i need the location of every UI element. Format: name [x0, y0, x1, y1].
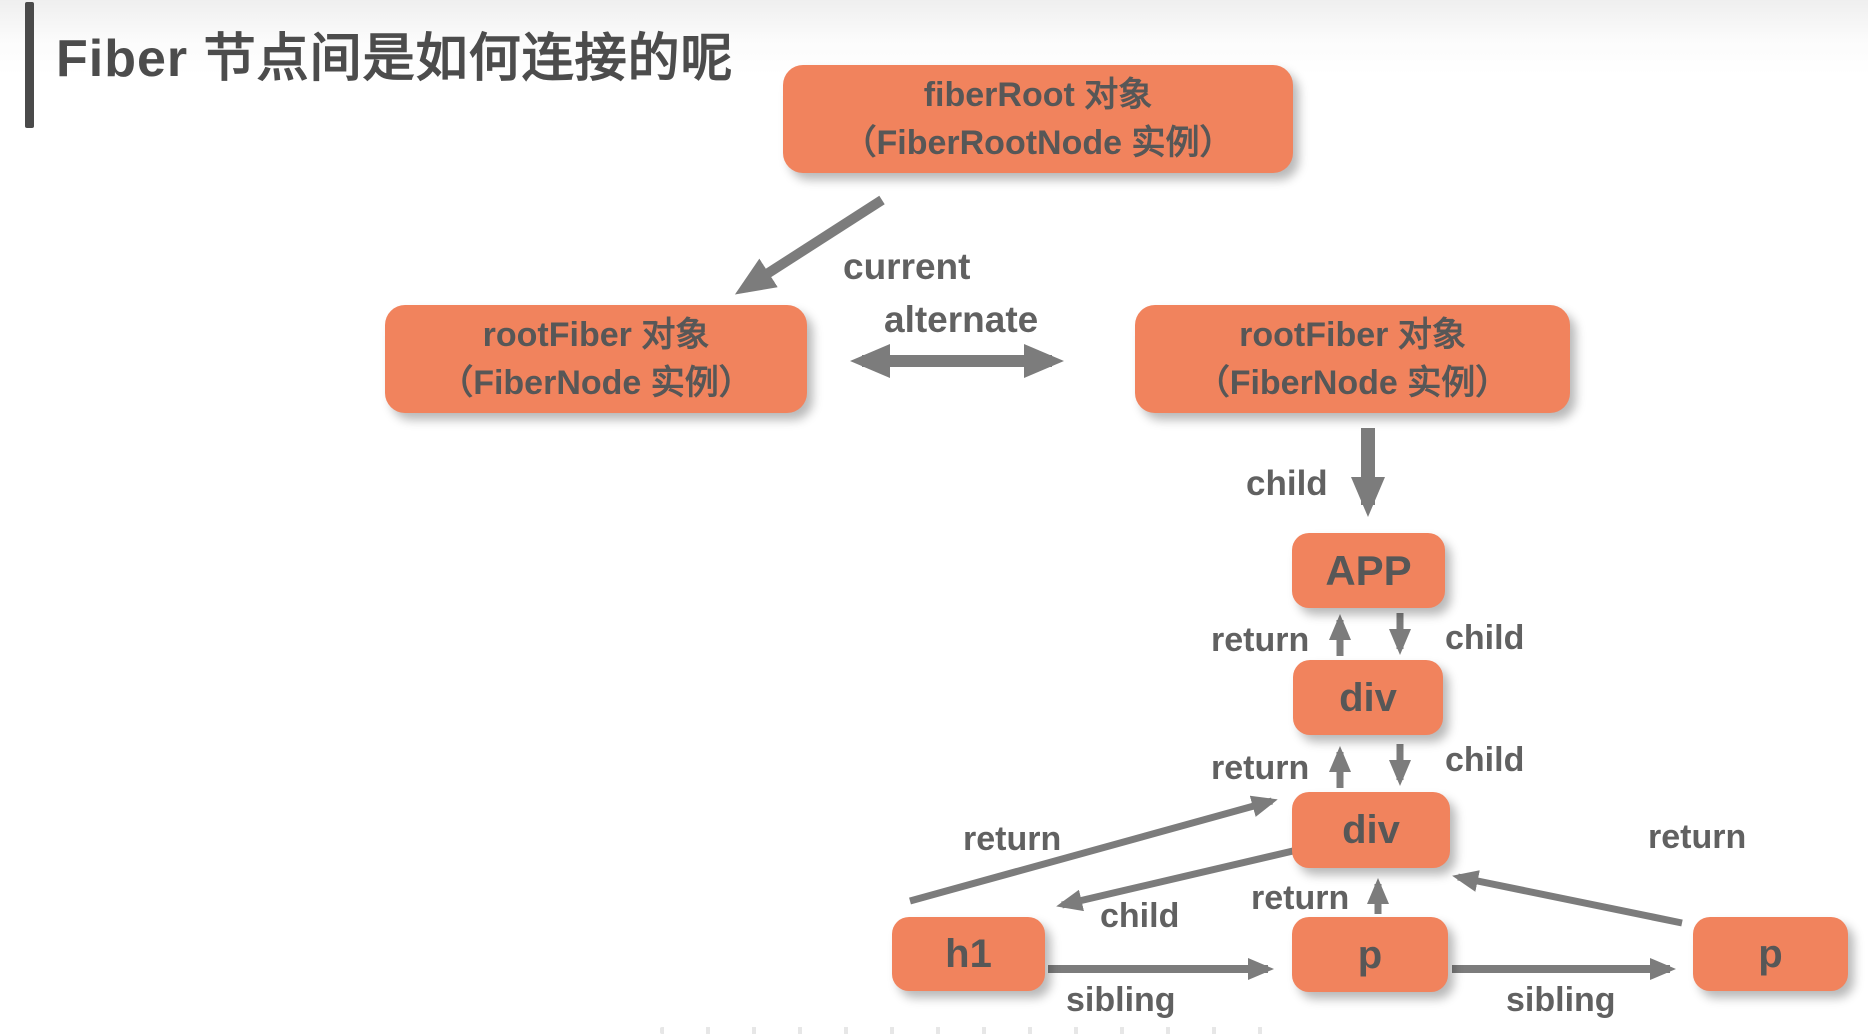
node-p-first: p	[1292, 917, 1448, 992]
node-div-outer: div	[1293, 660, 1443, 735]
edge-label-return-h1: return	[963, 820, 1062, 858]
edge-label-alternate: alternate	[884, 299, 1039, 340]
node-app: APP	[1292, 533, 1445, 608]
title-accent-bar	[25, 2, 34, 128]
edge-label-return-app: return	[1211, 621, 1310, 659]
node-fiber-root-line1: fiberRoot 对象	[923, 75, 1153, 114]
node-root-fiber-current-line2: （FiberNode 实例）	[439, 364, 753, 402]
page-title: Fiber 节点间是如何连接的呢	[56, 30, 734, 88]
edge-label-sibling-h1-p: sibling	[1066, 981, 1176, 1019]
node-root-fiber-alternate-line1: rootFiber 对象	[1239, 315, 1466, 354]
node-div-inner: div	[1292, 792, 1450, 868]
edge-label-child-h1: child	[1100, 897, 1180, 935]
node-fiber-root-line2: （FiberRootNode 实例）	[842, 124, 1234, 162]
edge-label-return-div: return	[1211, 749, 1310, 787]
node-p-second: p	[1693, 917, 1848, 991]
edge-label-child-root: child	[1246, 464, 1328, 503]
edge-label-child-div: child	[1445, 741, 1525, 779]
edge-label-current: current	[843, 246, 971, 287]
cropped-caption-fragment	[660, 1027, 1280, 1034]
node-root-fiber-current: rootFiber 对象 （FiberNode 实例）	[385, 305, 807, 413]
return-p-second-arrow	[1452, 870, 1683, 927]
edge-label-return-p-second: return	[1648, 818, 1747, 856]
edge-label-sibling-p-p: sibling	[1506, 981, 1616, 1019]
edge-label-child-app: child	[1445, 619, 1525, 657]
edge-label-return-p-first: return	[1251, 879, 1350, 917]
node-root-fiber-alternate-line2: （FiberNode 实例）	[1195, 364, 1510, 402]
node-root-fiber-alternate: rootFiber 对象 （FiberNode 实例）	[1135, 305, 1570, 413]
node-root-fiber-current-line1: rootFiber 对象	[482, 315, 710, 354]
node-fiber-root: fiberRoot 对象 （FiberRootNode 实例）	[783, 65, 1293, 173]
node-h1: h1	[892, 917, 1045, 991]
